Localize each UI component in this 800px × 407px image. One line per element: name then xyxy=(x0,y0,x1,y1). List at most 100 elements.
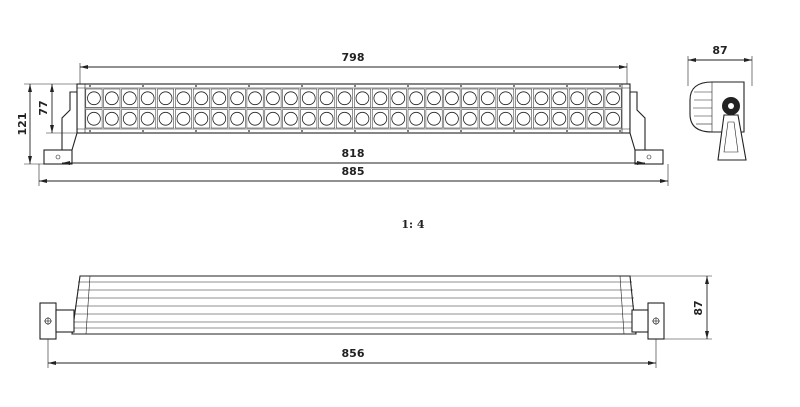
led-cell xyxy=(228,109,246,129)
led-lens xyxy=(427,91,441,106)
led-cell xyxy=(515,109,532,129)
led-array xyxy=(85,85,622,132)
led-cell xyxy=(192,109,210,129)
rail-screw xyxy=(89,130,91,132)
led-cell xyxy=(425,109,443,129)
led-cell xyxy=(318,109,336,129)
led-cell xyxy=(157,88,174,108)
led-lens xyxy=(266,111,280,126)
rail-screw xyxy=(354,85,356,87)
led-lens xyxy=(176,91,191,106)
led-cell xyxy=(443,88,461,108)
led-lens xyxy=(158,91,173,106)
rail-screw xyxy=(619,130,621,132)
led-cell xyxy=(354,109,371,129)
led-cell xyxy=(568,109,586,129)
led-cell xyxy=(533,88,550,108)
led-cell xyxy=(264,109,282,129)
led-cell xyxy=(139,109,157,129)
rail-screw xyxy=(460,85,462,87)
rail-screw xyxy=(566,85,568,87)
led-cell xyxy=(282,88,300,108)
led-lens xyxy=(480,111,495,126)
led-lens xyxy=(373,111,388,126)
led-lens xyxy=(194,111,209,126)
led-cell xyxy=(407,88,425,108)
led-cell xyxy=(604,88,622,108)
led-cell xyxy=(246,109,264,129)
side-bracket xyxy=(717,114,747,161)
rail-screw xyxy=(142,85,144,87)
rail-screw xyxy=(195,130,197,132)
led-cell xyxy=(389,88,407,108)
rail-screw xyxy=(89,85,91,87)
rail-screw xyxy=(301,85,303,87)
dim-bracket-span: 856 xyxy=(47,339,657,368)
led-lens xyxy=(140,91,155,106)
led-lens xyxy=(534,111,549,126)
led-lens xyxy=(301,111,316,126)
led-lens xyxy=(498,91,513,106)
dim-label-798: 798 xyxy=(342,51,365,64)
led-cell xyxy=(300,88,318,108)
led-cell xyxy=(103,109,121,129)
led-cell xyxy=(246,88,264,108)
bottom-left-bracket xyxy=(39,302,75,340)
led-lens xyxy=(230,111,244,126)
led-cell xyxy=(139,88,157,108)
led-cell xyxy=(604,109,622,129)
led-cell xyxy=(210,109,228,129)
led-cell xyxy=(192,88,210,108)
led-lens xyxy=(570,91,585,106)
dim-overall-height: 121 xyxy=(16,83,77,165)
led-lens xyxy=(266,91,280,106)
led-lens xyxy=(355,91,370,106)
led-lens xyxy=(140,111,155,126)
led-cell xyxy=(479,88,497,108)
led-lens xyxy=(319,111,334,126)
scale-label: 1: 4 xyxy=(401,218,425,231)
led-cell xyxy=(586,88,604,108)
led-cell xyxy=(354,88,371,108)
led-lens xyxy=(158,111,173,126)
rail-screw xyxy=(619,85,621,87)
led-cell xyxy=(336,88,353,108)
bottom-right-bracket xyxy=(631,302,665,340)
led-lens xyxy=(516,111,531,126)
led-lens xyxy=(105,111,119,126)
led-cell xyxy=(407,109,425,129)
led-cell xyxy=(568,88,586,108)
led-lens xyxy=(391,91,406,106)
led-lens xyxy=(516,91,531,106)
led-lens xyxy=(373,91,388,106)
rail-screw xyxy=(407,85,409,87)
dim-overall-length: 885 xyxy=(38,164,669,186)
led-lens xyxy=(588,91,602,106)
led-lens xyxy=(552,111,567,126)
led-lens xyxy=(463,111,477,126)
dim-bar-height: 77 xyxy=(37,84,77,134)
led-cell xyxy=(85,109,103,129)
led-cell xyxy=(228,88,246,108)
led-cell xyxy=(103,88,121,108)
led-lens xyxy=(122,111,137,126)
dim-bottom-depth: 87 xyxy=(630,275,712,340)
led-cell xyxy=(264,88,282,108)
led-cell xyxy=(479,109,497,129)
dim-label-87-bottom: 87 xyxy=(692,300,705,315)
led-lens xyxy=(337,111,352,126)
dim-bar-length: 798 xyxy=(79,51,628,84)
led-lens xyxy=(122,91,137,106)
led-lens xyxy=(337,91,352,106)
led-lens xyxy=(212,91,227,106)
led-lens xyxy=(427,111,441,126)
rail-screw xyxy=(301,130,303,132)
led-lens xyxy=(248,91,262,106)
bottom-housing xyxy=(71,275,637,335)
left-mount-bracket xyxy=(43,91,78,165)
led-cell xyxy=(336,109,353,129)
bottom-view: 87 856 xyxy=(39,275,712,368)
led-cell xyxy=(461,88,479,108)
rail-screw xyxy=(195,85,197,87)
